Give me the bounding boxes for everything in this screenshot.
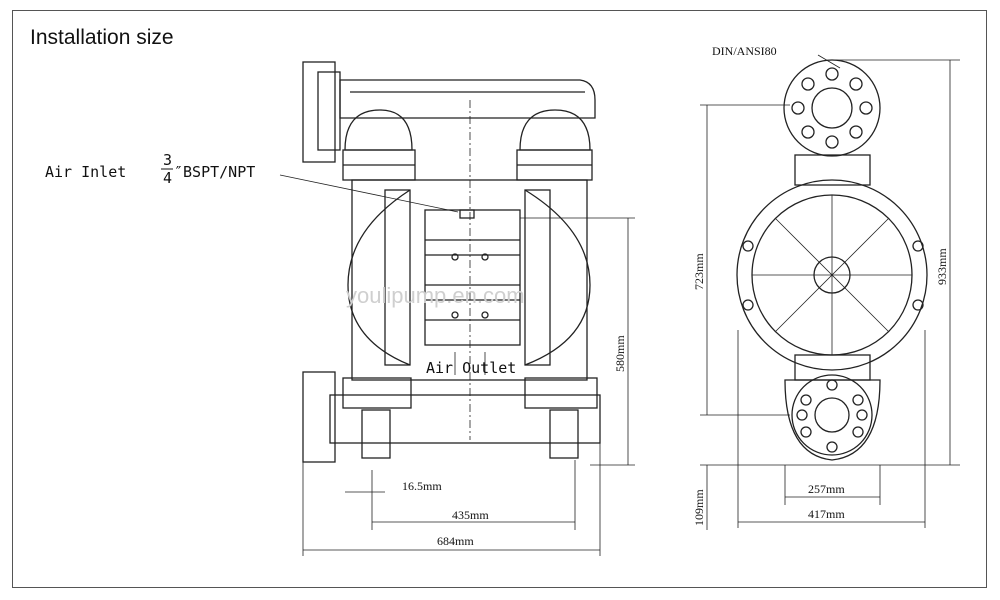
dim-257-label: 257mm xyxy=(808,482,845,496)
bottom-manifold xyxy=(329,394,601,444)
dim-435-label: 435mm xyxy=(452,508,489,522)
front-view xyxy=(302,61,601,463)
side-top-neck xyxy=(794,154,871,186)
air-inlet-port xyxy=(459,209,475,219)
bottom-flange xyxy=(791,374,873,456)
right-chamber xyxy=(524,189,591,366)
right-foot xyxy=(549,409,579,459)
side-dimensions xyxy=(700,54,960,530)
top-manifold xyxy=(339,79,596,119)
diaphragm-housing xyxy=(736,179,928,371)
air-inlet-spec: ″BSPT/NPT xyxy=(174,163,255,181)
center-section xyxy=(424,209,521,346)
left-dome xyxy=(344,109,413,151)
dim-723-label: 723mm xyxy=(692,253,706,290)
bottom-right-clamp xyxy=(524,377,598,409)
dim-109-label: 109mm xyxy=(692,489,706,526)
pump-body xyxy=(351,179,588,381)
dim-417-label: 417mm xyxy=(808,507,845,521)
dim-16-5-label: 16.5mm xyxy=(402,479,442,493)
flange-leader xyxy=(817,54,841,69)
bottom-left-flange xyxy=(302,371,336,463)
right-dome xyxy=(519,109,591,151)
dim-933-label: 933mm xyxy=(935,248,949,285)
left-foot xyxy=(361,409,391,459)
page-title: Installation size xyxy=(30,26,174,49)
top-flange xyxy=(783,59,881,157)
dim-580-label: 580mm xyxy=(613,335,627,372)
air-inlet-fraction-num: 3 xyxy=(163,151,172,169)
top-left-flange xyxy=(302,61,336,163)
watermark: youlipump.en.com xyxy=(346,283,525,308)
drawing-frame xyxy=(12,10,987,588)
flange-label: DIN/ANSI80 xyxy=(712,44,777,58)
air-inlet-fraction-den: 4 xyxy=(163,169,172,187)
front-dimensions xyxy=(279,174,635,556)
air-inlet-leader xyxy=(279,174,459,213)
side-bottom-neck xyxy=(794,354,871,381)
side-view xyxy=(736,59,928,461)
bottom-left-clamp xyxy=(342,377,412,409)
air-inlet-label: Air Inlet xyxy=(45,163,126,181)
side-base xyxy=(784,379,881,461)
air-outlet-label: Air Outlet xyxy=(426,359,516,377)
left-chamber xyxy=(347,189,411,366)
dim-684-label: 684mm xyxy=(437,534,474,548)
